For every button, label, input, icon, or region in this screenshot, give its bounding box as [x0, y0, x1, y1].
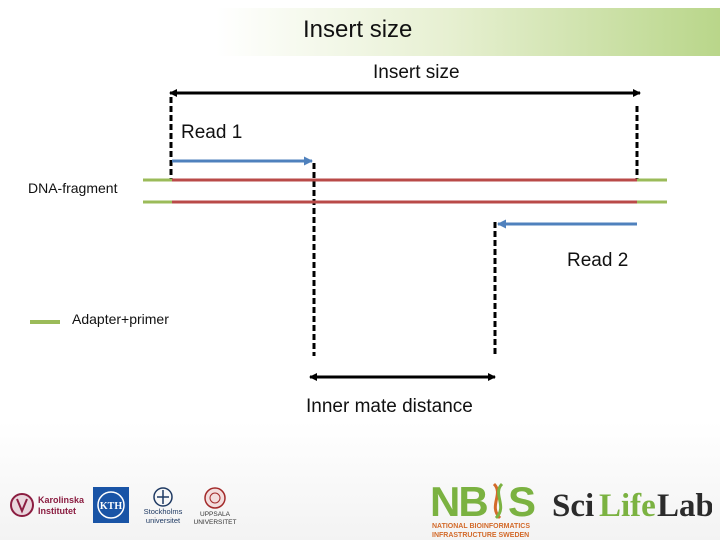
dna-fragment-label: DNA-fragment — [28, 180, 118, 196]
adapter-primer-label: Adapter+primer — [72, 311, 169, 327]
svg-text:Sci: Sci — [552, 488, 594, 524]
stockholms-universitet-logo: Stockholms universitet — [144, 487, 183, 525]
nbis-logo: NB S NATIONAL BIOINFORMATICS INFRASTRUCT… — [430, 478, 536, 539]
svg-text:Lab: Lab — [657, 488, 712, 524]
title-bar — [0, 8, 720, 56]
svg-text:universitet: universitet — [146, 516, 181, 525]
footer-logos: Karolinska Institutet KTH Stockholms uni… — [0, 466, 720, 540]
svg-text:NB: NB — [430, 478, 487, 525]
svg-text:S: S — [508, 478, 536, 525]
inner-mate-distance-label: Inner mate distance — [306, 396, 473, 417]
insert-size-label: Insert size — [373, 62, 460, 83]
svg-text:UNIVERSITET: UNIVERSITET — [194, 519, 237, 526]
read2-label: Read 2 — [567, 250, 629, 271]
svg-text:Life: Life — [599, 488, 656, 524]
slide-title: Insert size — [303, 16, 413, 43]
svg-text:Karolinska: Karolinska — [38, 495, 85, 505]
svg-text:Stockholms: Stockholms — [144, 507, 183, 516]
svg-text:KTH: KTH — [100, 501, 122, 512]
svg-text:UPPSALA: UPPSALA — [200, 511, 231, 518]
scilifelab-logo: Sci Life Lab — [552, 488, 712, 524]
kth-logo: KTH — [93, 487, 129, 523]
svg-text:INFRASTRUCTURE SWEDEN: INFRASTRUCTURE SWEDEN — [432, 532, 529, 539]
svg-text:Institutet: Institutet — [38, 506, 76, 516]
svg-text:NATIONAL BIOINFORMATICS: NATIONAL BIOINFORMATICS — [432, 523, 530, 530]
karolinska-institutet-logo: Karolinska Institutet — [10, 493, 85, 517]
uppsala-universitet-logo: UPPSALA UNIVERSITET — [194, 487, 237, 526]
read1-label: Read 1 — [181, 122, 243, 143]
